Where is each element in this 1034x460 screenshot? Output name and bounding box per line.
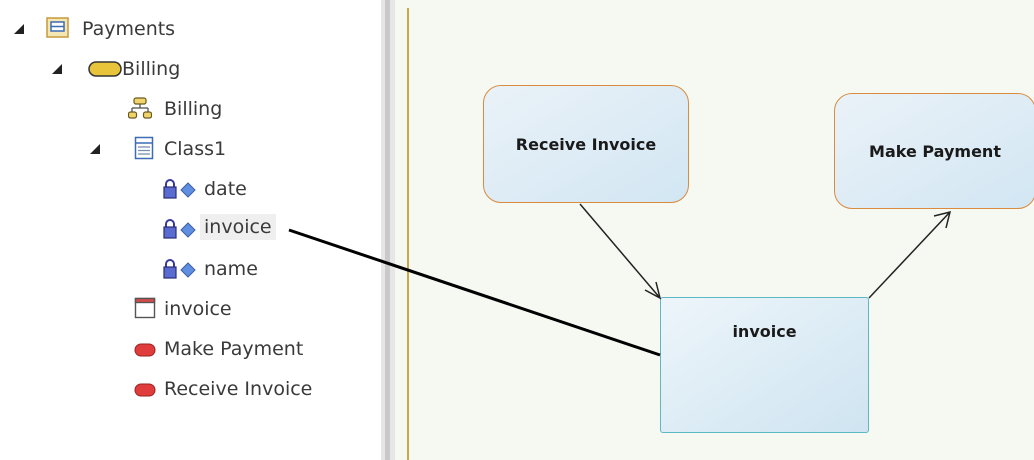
tree-item-label: Receive Invoice <box>164 378 313 400</box>
tree-item-attr-name[interactable]: name <box>0 254 300 284</box>
panel-splitter[interactable] <box>381 0 395 460</box>
node-make-payment[interactable]: Make Payment <box>834 93 1034 209</box>
tree-item-label: Billing <box>122 58 181 80</box>
diagram-edge-line <box>407 8 409 460</box>
collapse-arrow-icon[interactable] <box>90 144 100 154</box>
tree-item-class1[interactable]: Class1 <box>0 134 300 164</box>
activity-icon <box>88 60 122 83</box>
tree-item-label: Make Payment <box>164 338 304 360</box>
object-icon <box>134 297 156 324</box>
attribute-icon <box>162 178 200 205</box>
activity-diagram-icon <box>127 97 153 126</box>
tree-item-attr-date[interactable]: date <box>0 174 300 204</box>
tree-item-make-payment[interactable]: Make Payment <box>0 334 340 364</box>
tree-item-receive-invoice[interactable]: Receive Invoice <box>0 374 360 404</box>
project-browser: Payments Billing Billing <box>0 0 381 460</box>
splitter-bar[interactable] <box>385 0 390 460</box>
attribute-icon <box>162 258 200 285</box>
node-receive-invoice[interactable]: Receive Invoice <box>483 85 689 203</box>
class-icon <box>134 136 154 165</box>
collapse-arrow-icon[interactable] <box>14 24 24 34</box>
action-icon <box>134 381 156 403</box>
tree-item-label: Billing <box>164 98 223 120</box>
tree-item-payments[interactable]: Payments <box>0 14 300 44</box>
attribute-icon <box>162 218 200 245</box>
tree-item-label: name <box>204 258 258 280</box>
tree-item-label: Class1 <box>164 138 227 160</box>
node-invoice-object[interactable]: invoice <box>660 297 869 433</box>
node-label: Make Payment <box>869 141 1001 161</box>
node-label: Receive Invoice <box>515 134 657 154</box>
tree-item-label: Payments <box>82 18 176 40</box>
action-icon <box>134 341 156 363</box>
tree-item-attr-invoice[interactable]: invoice <box>0 214 300 244</box>
tree-item-billing-activity[interactable]: Billing <box>0 54 300 84</box>
tree-item-label: invoice <box>164 298 232 320</box>
tree-item-object-invoice[interactable]: invoice <box>0 294 300 324</box>
tree-item-label: date <box>204 178 247 200</box>
collapse-arrow-icon[interactable] <box>52 64 62 74</box>
node-label: invoice <box>732 322 797 341</box>
tree-item-billing-diagram[interactable]: Billing <box>0 94 300 124</box>
tree-item-label: invoice <box>200 214 276 240</box>
package-icon <box>46 16 70 45</box>
